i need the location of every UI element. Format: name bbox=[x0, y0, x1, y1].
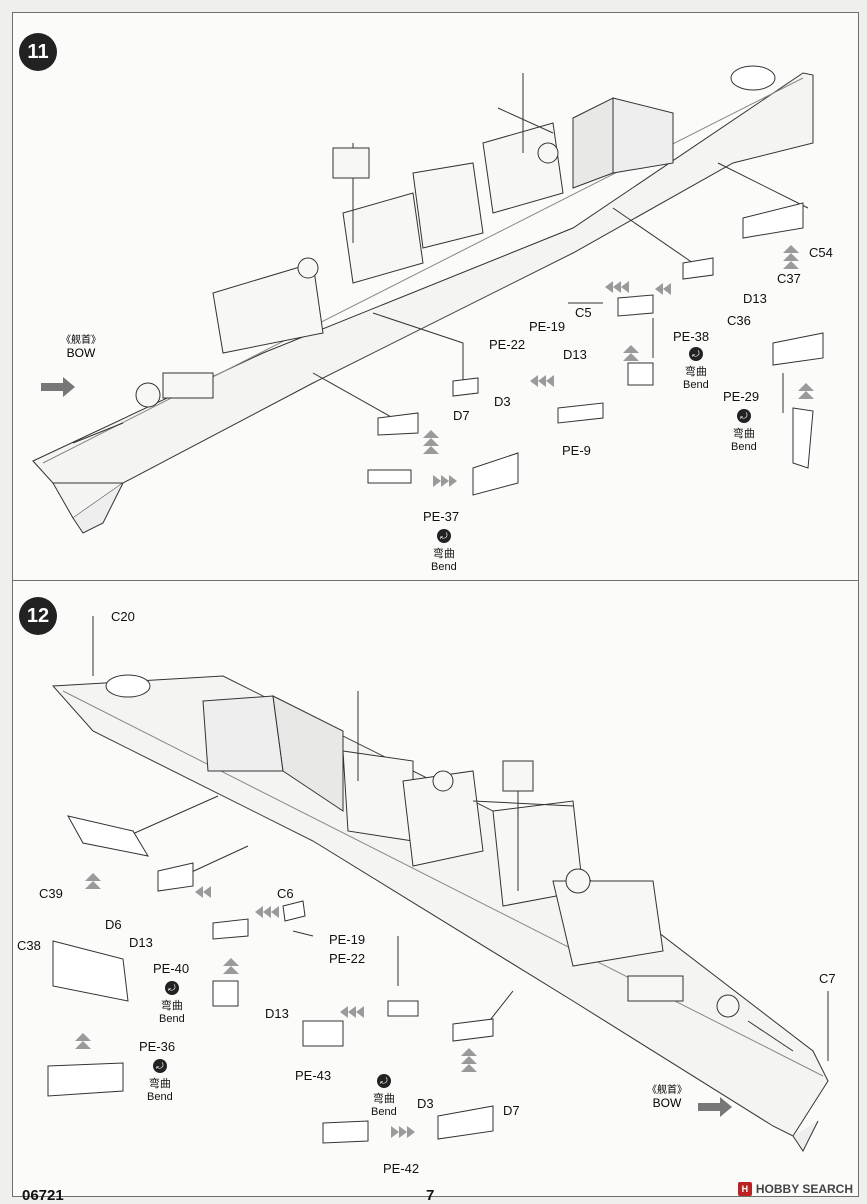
bend-cn: 弯曲 bbox=[432, 548, 455, 560]
bend-en: Bend bbox=[371, 1106, 397, 1118]
bow-label-en: BOW bbox=[652, 1096, 682, 1110]
bend-note-pe-29: ⤾ 弯曲 Bend bbox=[731, 409, 757, 453]
part-d13: D13 bbox=[129, 935, 153, 950]
bend-cn: 弯曲 bbox=[732, 428, 755, 440]
part-c7: C7 bbox=[819, 971, 836, 986]
bend-icon: ⤾ bbox=[688, 347, 703, 361]
part-pe-38: PE-38 bbox=[673, 329, 710, 344]
part-d3: D3 bbox=[494, 394, 511, 409]
part-c39: C39 bbox=[39, 886, 63, 901]
part-d13: D13 bbox=[743, 291, 767, 306]
part-d13-b: D13 bbox=[265, 1006, 289, 1021]
bend-icon: ⤾ bbox=[736, 409, 751, 423]
step-12-drawing bbox=[47, 616, 829, 1152]
bend-en: Bend bbox=[159, 1013, 185, 1025]
bend-note-pe-37: ⤾ 弯曲 Bend bbox=[431, 529, 457, 573]
bend-en: Bend bbox=[683, 379, 709, 391]
step-11-drawing bbox=[32, 65, 824, 534]
part-c38: C38 bbox=[17, 938, 41, 953]
part-c5: C5 bbox=[575, 305, 592, 320]
part-c6: C6 bbox=[277, 886, 294, 901]
part-pe-9: PE-9 bbox=[562, 443, 591, 458]
bow-label: 《舰首》 BOW bbox=[647, 1081, 687, 1110]
part-pe-19: PE-19 bbox=[329, 932, 366, 947]
bend-en: Bend bbox=[731, 441, 757, 453]
bend-cn: 弯曲 bbox=[372, 1093, 395, 1105]
bend-cn: 弯曲 bbox=[160, 1000, 183, 1012]
part-pe-37: PE-37 bbox=[423, 509, 460, 524]
bend-en: Bend bbox=[147, 1091, 173, 1103]
part-d7: D7 bbox=[453, 408, 470, 423]
watermark: H HOBBY SEARCH bbox=[737, 1182, 853, 1196]
bend-icon: ⤾ bbox=[152, 1059, 167, 1073]
part-pe-22: PE-22 bbox=[489, 337, 526, 352]
watermark-text: HOBBY SEARCH bbox=[755, 1182, 853, 1196]
bend-note-pe-42: ⤾ 弯曲 Bend bbox=[371, 1074, 397, 1118]
bow-label-cn: 《舰首》 bbox=[647, 1085, 687, 1096]
part-pe-42: PE-42 bbox=[383, 1161, 420, 1176]
bow-label: 《舰首》 BOW bbox=[61, 331, 101, 360]
part-d6: D6 bbox=[105, 917, 122, 932]
page-number: 7 bbox=[426, 1187, 435, 1204]
part-c54: C54 bbox=[809, 245, 833, 260]
bend-note-pe-38: ⤾ 弯曲 Bend bbox=[683, 347, 709, 391]
bend-icon: ⤾ bbox=[436, 529, 451, 543]
bend-en: Bend bbox=[431, 561, 457, 573]
step-number-11: 11 bbox=[19, 33, 57, 71]
part-pe-22: PE-22 bbox=[329, 951, 366, 966]
step-number-12: 12 bbox=[19, 597, 57, 635]
bow-label-en: BOW bbox=[66, 346, 96, 360]
bend-note-pe-40: ⤾ 弯曲 Bend bbox=[159, 981, 185, 1025]
footer-code: 06721 bbox=[22, 1187, 64, 1204]
bend-note-pe-36: ⤾ 弯曲 Bend bbox=[147, 1059, 173, 1103]
hobby-search-logo-icon: H bbox=[737, 1182, 752, 1196]
part-c37: C37 bbox=[777, 271, 801, 286]
part-c36: C36 bbox=[727, 313, 751, 328]
step-12-panel: 12 C20 C39 D6 C38 D13 PE-40 ⤾ 弯曲 Bend C6… bbox=[12, 580, 859, 1197]
bend-cn: 弯曲 bbox=[148, 1078, 171, 1090]
part-pe-19: PE-19 bbox=[529, 319, 566, 334]
part-d13-b: D13 bbox=[563, 347, 587, 362]
bend-icon: ⤾ bbox=[376, 1074, 391, 1088]
part-d7: D7 bbox=[503, 1103, 520, 1118]
part-d3: D3 bbox=[417, 1096, 434, 1111]
bend-cn: 弯曲 bbox=[684, 366, 707, 378]
part-c20: C20 bbox=[111, 609, 135, 624]
bow-label-cn: 《舰首》 bbox=[61, 335, 101, 346]
part-pe-43: PE-43 bbox=[295, 1068, 332, 1083]
step-11-panel: 11 《舰首》 BOW C54 C37 D13 C36 PE-38 ⤾ 弯曲 B… bbox=[12, 12, 859, 582]
part-pe-36: PE-36 bbox=[139, 1039, 176, 1054]
bend-icon: ⤾ bbox=[164, 981, 179, 995]
part-pe-40: PE-40 bbox=[153, 961, 190, 976]
part-pe-29: PE-29 bbox=[723, 389, 760, 404]
